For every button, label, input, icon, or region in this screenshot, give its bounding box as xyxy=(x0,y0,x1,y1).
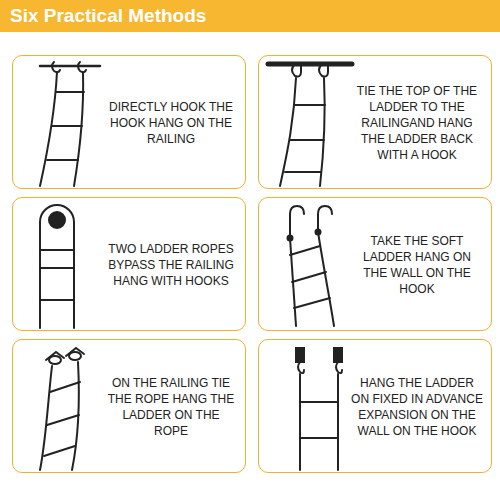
title: Six Practical Methods xyxy=(10,5,206,27)
method-text: TIE THE TOP OF THE LADDER TO THE RAILING… xyxy=(351,83,483,164)
method-text: ON THE RAILING TIE THE ROPE HANG THE LAD… xyxy=(105,375,237,440)
method-box: HANG THE LADDER ON FIXED IN ADVANCE EXPA… xyxy=(258,339,492,473)
method-box: ON THE RAILING TIE THE ROPE HANG THE LAD… xyxy=(12,339,246,473)
ladder-illustration xyxy=(296,348,342,470)
method-box: TIE THE TOP OF THE LADDER TO THE RAILING… xyxy=(258,55,492,189)
ladder-illustration xyxy=(40,205,74,328)
ladder-illustration xyxy=(268,64,352,186)
ladder-illustration xyxy=(40,62,100,186)
method-text: TWO LADDER ROPES BYPASS THE RAILING HANG… xyxy=(105,241,237,290)
ladder-illustration xyxy=(40,348,84,470)
method-box: DIRECTLY HOOK THE HOOK HANG ON THE RAILI… xyxy=(12,55,246,189)
ladder-illustration xyxy=(288,206,335,326)
method-text: DIRECTLY HOOK THE HOOK HANG ON THE RAILI… xyxy=(105,99,237,148)
method-text: HANG THE LADDER ON FIXED IN ADVANCE EXPA… xyxy=(351,375,483,440)
method-text: TAKE THE SOFT LADDER HANG ON THE WALL ON… xyxy=(351,233,483,298)
method-box: TAKE THE SOFT LADDER HANG ON THE WALL ON… xyxy=(258,197,492,331)
method-box: TWO LADDER ROPES BYPASS THE RAILING HANG… xyxy=(12,197,246,331)
